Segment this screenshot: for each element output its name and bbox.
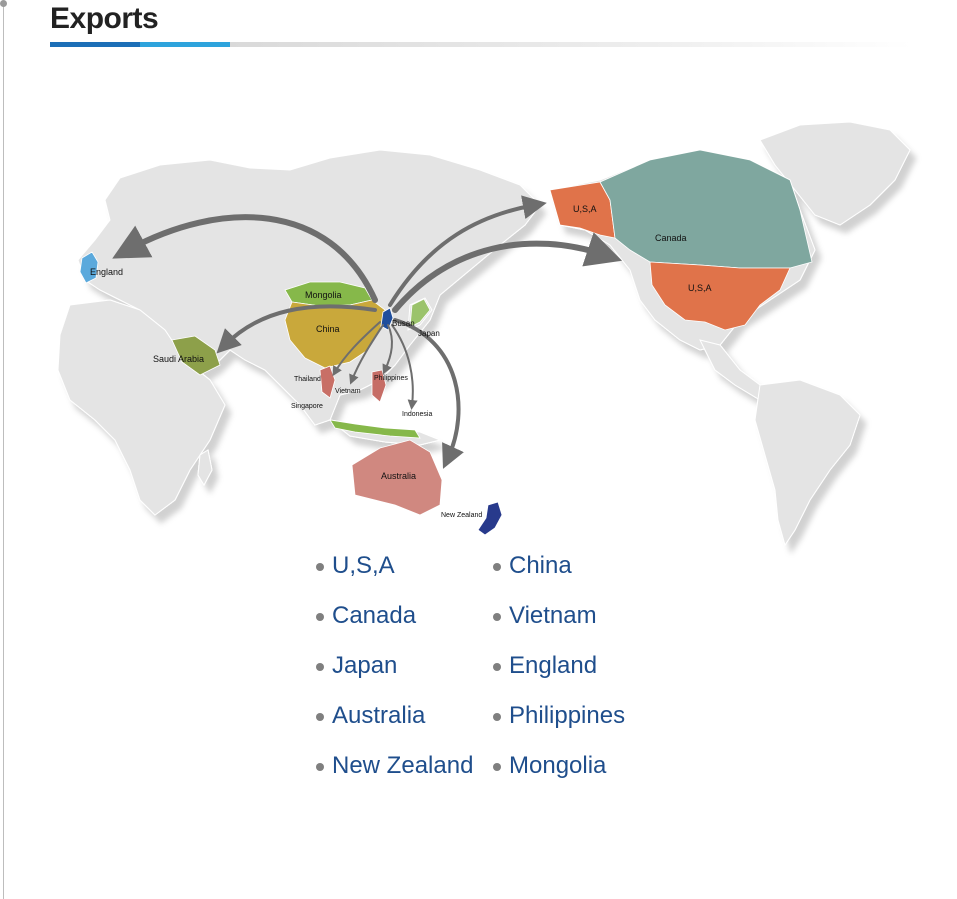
map-labels: England Mongolia China Busan Japan Saudi… — [90, 204, 712, 519]
bullet-icon — [316, 613, 324, 621]
label-australia: Australia — [381, 471, 416, 481]
label-vietnam: Vietnam — [335, 388, 361, 395]
title-underline-bar — [50, 42, 912, 47]
bullet-icon — [493, 663, 501, 671]
legend-label: Australia — [332, 702, 426, 729]
legend-column-2: China Vietnam England Philippines Mongol… — [491, 550, 671, 800]
label-canada: Canada — [655, 233, 687, 243]
label-japan: Japan — [418, 329, 440, 338]
legend-label: China — [509, 552, 572, 579]
arrow-to-australia — [393, 318, 464, 469]
legend-item: Philippines — [491, 700, 671, 750]
bullet-icon — [493, 763, 501, 771]
arrow-to-england — [112, 214, 378, 303]
arrow-to-vietnam — [349, 324, 384, 385]
australia-region — [351, 439, 443, 516]
legend-label: U,S,A — [332, 552, 395, 579]
arrow-to-saudi-arabia — [216, 304, 377, 354]
legend-label: Vietnam — [509, 602, 597, 629]
legend-label: New Zealand — [332, 752, 474, 779]
label-thailand: Thailand — [294, 376, 321, 383]
label-indonesia: Indonesia — [402, 411, 432, 418]
madagascar-land — [197, 449, 213, 487]
legend-item: China — [491, 550, 671, 600]
export-arrows — [112, 195, 623, 469]
label-philippines: Philippines — [374, 375, 408, 382]
africa-land — [57, 299, 226, 516]
left-rule-dot — [0, 0, 7, 7]
legend-column-1: U,S,A Canada Japan Australia New Zealand — [314, 550, 494, 800]
japan-region — [409, 298, 431, 328]
label-england: England — [90, 267, 123, 277]
arrow-to-usa-mainland — [392, 232, 623, 313]
legend-label: Japan — [332, 652, 398, 679]
philippines-region — [371, 369, 387, 403]
legend-label: Philippines — [509, 702, 626, 729]
thailand-region — [319, 365, 336, 399]
legend-label: Canada — [332, 602, 417, 629]
label-saudi-arabia: Saudi Arabia — [153, 354, 204, 364]
saudi-arabia-region — [171, 335, 221, 376]
usa-mainland-region — [649, 261, 791, 331]
legend-item: England — [491, 650, 671, 700]
bullet-icon — [316, 663, 324, 671]
legend-item: Mongolia — [491, 750, 671, 800]
indonesia-region — [329, 419, 421, 439]
label-china: China — [316, 324, 340, 334]
arrow-to-thailand — [332, 321, 381, 377]
bullet-icon — [316, 763, 324, 771]
label-usa-mainland: U,S,A — [688, 283, 712, 293]
legend-label: England — [509, 652, 598, 679]
arrow-to-indonesia — [391, 324, 418, 410]
new-zealand-region — [477, 501, 503, 536]
page-title: Exports — [50, 2, 159, 35]
left-vertical-rule — [3, 6, 4, 899]
bullet-icon — [316, 713, 324, 721]
label-singapore: Singapore — [291, 403, 323, 410]
legend-item: Australia — [314, 700, 494, 750]
legend-label: Mongolia — [509, 752, 607, 779]
legend-item: Canada — [314, 600, 494, 650]
bullet-icon — [493, 563, 501, 571]
korea-region — [380, 307, 394, 331]
england-region — [79, 251, 99, 284]
legend-item: Vietnam — [491, 600, 671, 650]
bullet-icon — [493, 613, 501, 621]
label-mongolia: Mongolia — [305, 290, 342, 300]
export-world-map: England Mongolia China Busan Japan Saudi… — [57, 121, 911, 547]
arrow-to-usa-alaska — [388, 195, 547, 307]
legend-item: U,S,A — [314, 550, 494, 600]
label-new-zealand: New Zealand — [441, 512, 482, 519]
bullet-icon — [316, 563, 324, 571]
arrow-to-philippines — [382, 324, 393, 375]
highlighted-countries — [79, 149, 813, 536]
bullet-icon — [493, 713, 501, 721]
label-usa-alaska: U,S,A — [573, 204, 597, 214]
south-america-land — [754, 379, 861, 547]
legend-item: New Zealand — [314, 750, 494, 800]
label-busan: Busan — [392, 319, 415, 328]
legend-item: Japan — [314, 650, 494, 700]
